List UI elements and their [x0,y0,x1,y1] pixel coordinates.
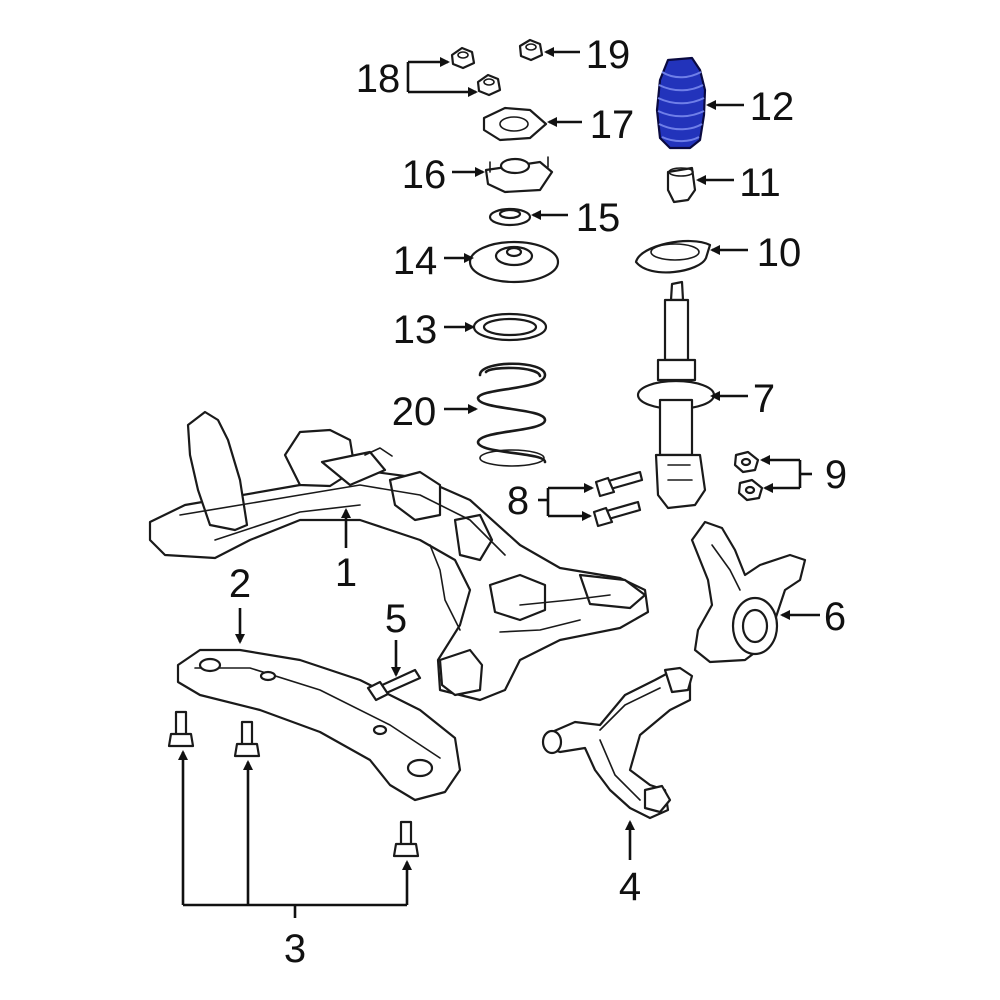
callout-12: 12 [750,85,795,129]
callout-17: 17 [590,103,635,147]
callout-20: 20 [392,390,437,434]
insulator-part-13 [472,312,548,342]
bolts-part-8 [592,470,644,528]
callout-3: 3 [284,927,306,971]
subframe-part-1 [148,410,650,702]
upper-seat-part-14 [468,240,560,284]
callout-16: 16 [402,153,447,197]
callout-6: 6 [824,595,846,639]
callout-5: 5 [385,597,407,641]
callout-2: 2 [229,562,251,606]
callout-labels: 1 2 3 4 5 6 7 8 9 10 11 12 13 14 15 16 1… [229,33,847,971]
bolt-3c [392,820,420,858]
nuts-part-9 [733,450,764,502]
callout-9: 9 [825,453,847,497]
callout-4: 4 [619,865,641,909]
callout-1: 1 [335,551,357,595]
nuts-part-18 [450,46,502,97]
callout-14: 14 [393,239,438,283]
knuckle-part-6 [690,520,807,664]
bolt-3b [233,720,261,758]
callout-10: 10 [757,231,802,275]
coil-spring-part-20 [476,362,547,467]
callout-18: 18 [356,57,401,101]
strut-part-7 [636,280,716,510]
strut-mount-part-16 [484,156,554,194]
bolt-3a [167,710,195,748]
callout-13: 13 [393,308,438,352]
crossmember-part-2 [176,648,462,802]
callout-15: 15 [576,196,621,240]
nut-part-19 [518,38,544,62]
bolt-part-5 [366,668,422,702]
callout-11: 11 [739,161,781,205]
dust-boot-part-12-highlighted [655,56,707,150]
bearing-part-15 [488,207,532,227]
bump-stop-part-11 [666,166,697,204]
callout-19: 19 [586,33,631,77]
mount-plate-part-17 [482,106,548,142]
leader-lines [178,47,820,918]
bolts-part-3 [167,710,420,858]
callout-8: 8 [507,479,529,523]
control-arm-part-4 [541,666,694,820]
spring-seat-part-10 [634,239,712,274]
callout-7: 7 [753,377,775,421]
